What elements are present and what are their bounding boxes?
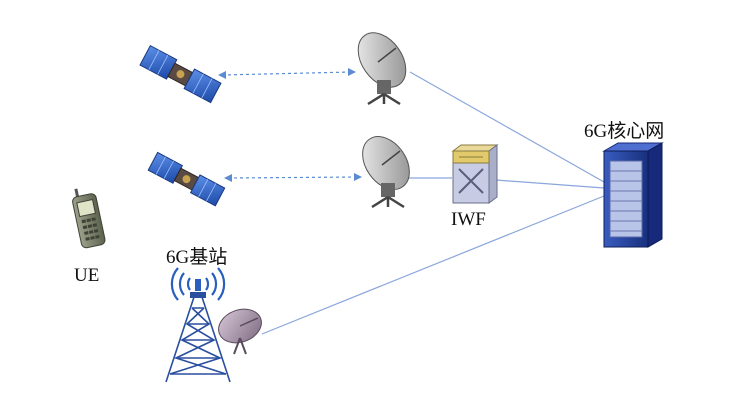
- signal-waves-icon: [170, 267, 226, 301]
- link-bs-core: [261, 195, 605, 335]
- iwf-label: IWF: [451, 209, 486, 230]
- satellite-icon: [139, 44, 222, 104]
- core-links: [261, 71, 605, 335]
- dashed-link-lower: [227, 176, 359, 179]
- link-dish1-core: [409, 71, 605, 183]
- dish-antenna-icon: [218, 308, 262, 355]
- dish-antenna-icon: [362, 136, 410, 209]
- iwf-switch-icon: [451, 144, 499, 204]
- server-rack-icon: [602, 142, 664, 248]
- base-station-label: 6G基站: [166, 247, 228, 268]
- core-network-label: 6G核心网: [584, 121, 665, 142]
- satellite-icon: [147, 151, 226, 207]
- dashed-link-upper: [221, 71, 353, 76]
- mobile-phone-icon: [72, 188, 106, 249]
- dish-antenna-icon: [357, 32, 407, 106]
- cell-tower-icon: [165, 267, 231, 383]
- ue-label: UE: [74, 265, 100, 286]
- satellite-links: [218, 68, 362, 182]
- link-iwf-core: [495, 179, 605, 189]
